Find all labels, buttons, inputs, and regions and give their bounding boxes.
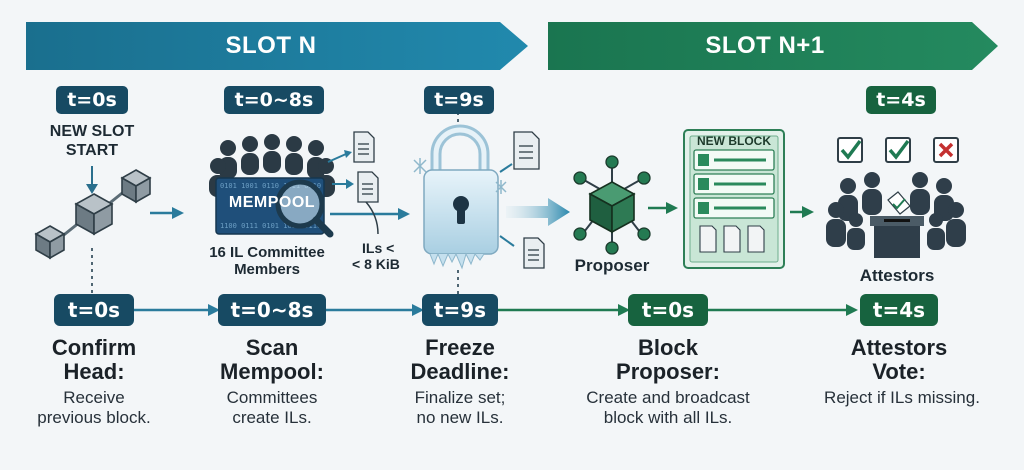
timeline-pill-5: t=4s: [860, 294, 938, 326]
committee-members-label: 16 IL Committee Members: [209, 244, 325, 278]
proposer-label: Proposer: [574, 256, 650, 275]
proposer-node-icon: [573, 155, 651, 255]
frozen-lock-icon: [413, 124, 507, 270]
new-block-card: [683, 129, 785, 269]
blockchain-cubes-icon: [34, 169, 152, 260]
frozen-il-document-icons: [499, 131, 545, 269]
magnifier-icon: [275, 179, 334, 238]
down-arrow-icon: [86, 184, 98, 194]
check-icon: [888, 139, 910, 160]
arrow-right-icon: [172, 207, 184, 219]
timeline-pill-4: t=0s: [628, 294, 708, 326]
timeline-pill-1: t=0s: [54, 294, 134, 326]
slot-n1-band: [548, 22, 998, 70]
step-title-confirm-head: Confirm Head:: [51, 335, 137, 384]
vote-checkboxes: [837, 137, 959, 163]
step-desc-block-proposer: Create and broadcast block with all ILs.: [586, 388, 750, 427]
arrow-right-icon: [666, 202, 678, 214]
mempool-label: MEMPOOL: [228, 194, 316, 211]
big-arrow-right-icon: [506, 198, 570, 226]
cross-icon: [938, 142, 954, 158]
top-time-pill-t4: t=4s: [866, 86, 936, 114]
arrow-right-icon: [802, 206, 814, 218]
slot-n1-label: SLOT N+1: [705, 32, 825, 59]
new-slot-start-label: NEW SLOT START: [49, 123, 135, 159]
ballot-box-icon: [870, 191, 924, 258]
committee-crowd-icon: [209, 134, 335, 197]
top-time-pill-t9: t=9s: [424, 86, 494, 114]
check-icon: [840, 139, 862, 160]
attestors-crowd-icon: [826, 172, 966, 250]
attestors-label: Attestors: [859, 266, 935, 285]
step-desc-confirm-head: Receive previous block.: [37, 388, 151, 427]
top-time-pill-t0: t=0s: [56, 86, 128, 114]
step-desc-freeze-deadline: Finalize set; no new ILs.: [414, 388, 506, 427]
svg-text:1100 0111 0101 1010 0110: 1100 0111 0101 1010 0110: [220, 222, 321, 230]
il-size-label: ILs < < 8 KiB: [352, 240, 400, 272]
step-title-attestors-vote: Attestors Vote:: [850, 335, 948, 384]
new-block-label: NEW BLOCK: [697, 134, 771, 148]
step-desc-scan-mempool: Committees create ILs.: [226, 388, 318, 427]
slot-n-label: SLOT N: [225, 32, 317, 59]
slot-n1-header: SLOT N+1: [548, 22, 982, 70]
svg-text:0101 1001 0110 1011 0010: 0101 1001 0110 1011 0010: [220, 182, 321, 190]
step-title-freeze-deadline: Freeze Deadline:: [410, 335, 510, 384]
il-document-icons: [327, 131, 379, 203]
step-title-block-proposer: Block Proposer:: [616, 335, 720, 384]
slot-n-header: SLOT N: [26, 22, 516, 70]
arrow-right-icon: [398, 208, 410, 220]
timeline-arrows: [134, 304, 858, 316]
step-title-scan-mempool: Scan Mempool:: [220, 335, 324, 384]
slot-n-band: [26, 22, 528, 70]
top-time-pill-t08: t=0~8s: [224, 86, 324, 114]
step-desc-attestors-vote: Reject if ILs missing.: [824, 388, 980, 407]
timeline-pill-3: t=9s: [422, 294, 498, 326]
timeline-pill-2: t=0~8s: [218, 294, 326, 326]
